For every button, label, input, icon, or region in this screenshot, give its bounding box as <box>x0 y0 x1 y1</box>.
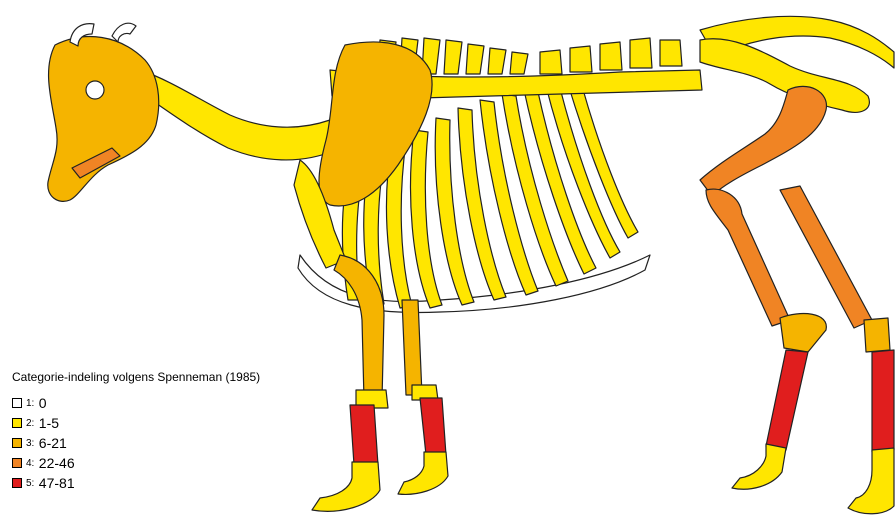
cervical-vertebrae <box>140 70 336 160</box>
legend-item-2: 2: 1-5 <box>12 413 260 433</box>
legend-num-1: 1: <box>26 398 34 409</box>
metatarsals <box>766 350 808 450</box>
legend-range-3: 6-21 <box>39 435 67 451</box>
hind-phalanges <box>732 444 786 489</box>
legend-item-4: 4: 22-46 <box>12 453 260 473</box>
tibia-right <box>780 186 872 328</box>
fore-phalanges-left <box>398 452 448 494</box>
legend-swatch-1 <box>12 398 22 408</box>
legend-swatch-2 <box>12 418 22 428</box>
legend: Categorie-indeling volgens Spenneman (19… <box>12 370 260 493</box>
metatarsals-right <box>872 350 894 452</box>
metacarpals <box>350 405 378 465</box>
legend-num-3: 3: <box>26 438 34 449</box>
legend-title: Categorie-indeling volgens Spenneman (19… <box>12 370 260 384</box>
legend-item-3: 3: 6-21 <box>12 433 260 453</box>
lumbar-vertebrae <box>540 38 682 74</box>
femur <box>700 86 826 196</box>
tarsals-right <box>864 318 890 352</box>
tarsals <box>780 314 826 352</box>
metacarpals-left <box>420 398 446 455</box>
legend-range-5: 47-81 <box>39 475 75 491</box>
radius-ulna-left <box>402 300 422 395</box>
legend-num-4: 4: <box>26 458 34 469</box>
legend-num-2: 2: <box>26 418 34 429</box>
legend-swatch-3 <box>12 438 22 448</box>
horns-2 <box>112 23 136 42</box>
legend-range-1: 0 <box>39 395 47 411</box>
legend-swatch-5 <box>12 478 22 488</box>
legend-item-5: 5: 47-81 <box>12 473 260 493</box>
legend-range-2: 1-5 <box>39 415 59 431</box>
legend-swatch-4 <box>12 458 22 468</box>
skull <box>48 37 159 202</box>
legend-num-5: 5: <box>26 478 34 489</box>
tibia <box>706 189 790 326</box>
legend-range-4: 22-46 <box>39 455 75 471</box>
hind-phalanges-right <box>848 448 894 514</box>
legend-item-1: 1: 0 <box>12 393 260 413</box>
eye-socket <box>86 81 104 99</box>
fore-phalanges <box>312 462 380 511</box>
